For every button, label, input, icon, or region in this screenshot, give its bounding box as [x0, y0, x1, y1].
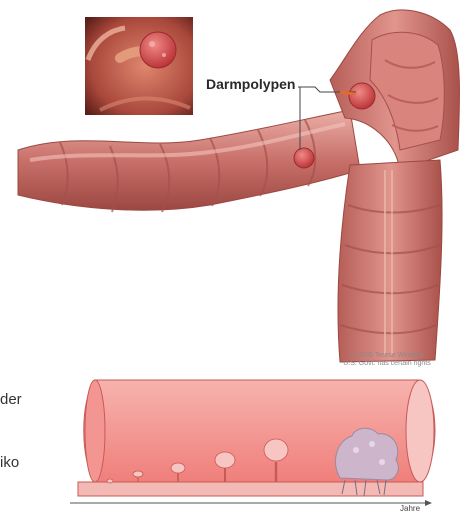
cropped-text-line-1: der	[0, 390, 22, 410]
axis-label-years: Jahre	[400, 504, 420, 513]
endoscopy-inset	[84, 16, 194, 116]
copyright-line-2: U.S. Govt. has certain rights	[337, 360, 437, 368]
copyright-notice: © 2005 Terese Winslow U.S. Govt. has cer…	[337, 352, 437, 368]
time-axis-arrow	[70, 500, 432, 506]
cropped-text-line-2: iko	[0, 453, 19, 473]
polyp-label: Darmpolypen	[206, 76, 295, 92]
copyright-line-1: © 2005 Terese Winslow	[337, 352, 437, 360]
polyp-progression-diagram	[70, 380, 435, 506]
polyp-small	[294, 148, 314, 168]
descending-colon	[338, 160, 442, 362]
polyp-stage-1	[107, 479, 113, 483]
polyp-large	[349, 83, 375, 109]
